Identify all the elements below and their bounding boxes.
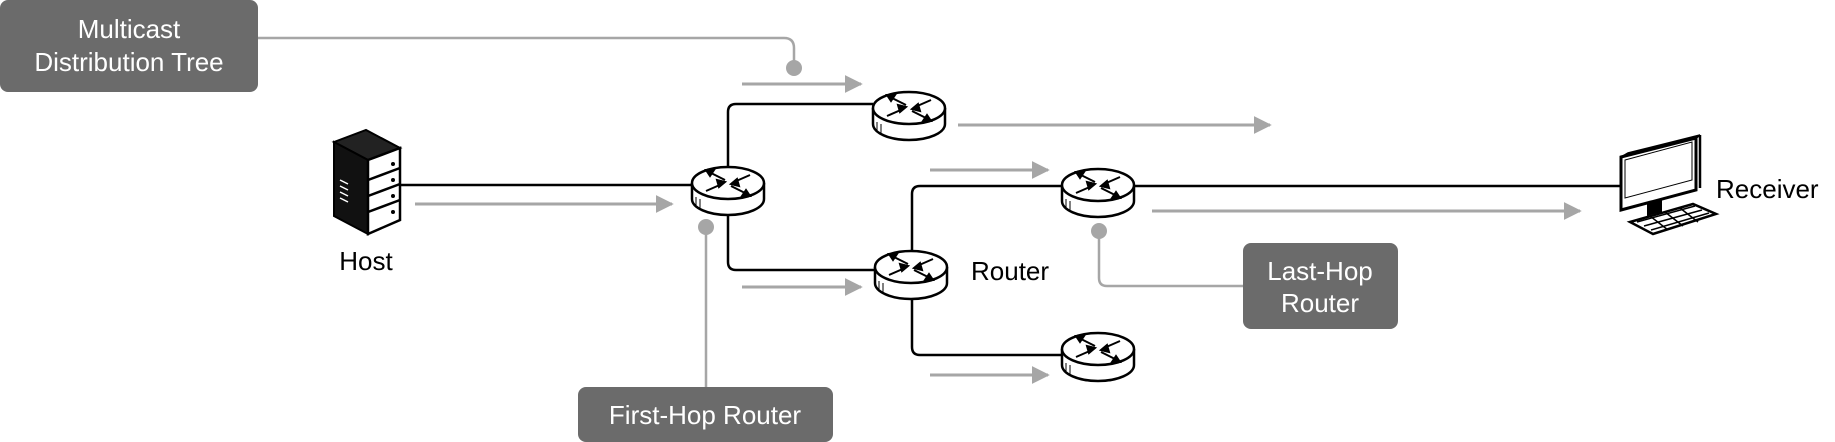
- desktop-computer-icon: [1619, 134, 1720, 236]
- callout-box-last-hop: [1243, 243, 1398, 329]
- server-icon: [331, 128, 403, 236]
- callout-box-first-hop: [578, 387, 833, 442]
- link-first-hop-to-middle-router: [726, 200, 880, 272]
- callout-dot-first-hop: [698, 219, 714, 235]
- callout-line-multicast-tree: [258, 36, 796, 66]
- callout-line-last-hop: [1097, 230, 1243, 288]
- callout-text-first-hop: First-Hop Router: [609, 400, 801, 430]
- label-host: Host: [339, 246, 393, 276]
- router-icon: [1060, 167, 1136, 219]
- callout-text-multicast-tree-line2: Distribution Tree: [34, 47, 223, 77]
- callout-dot-multicast-tree: [786, 60, 802, 76]
- callout-text-last-hop-line2: Router: [1281, 288, 1359, 318]
- label-router: Router: [971, 256, 1049, 286]
- callout-text-multicast-tree-line1: Multicast: [78, 14, 181, 44]
- label-receiver: Receiver: [1716, 174, 1819, 204]
- link-middle-to-last-hop-router: [910, 184, 1098, 255]
- router-icon: [1060, 331, 1136, 383]
- callout-text-last-hop-line1: Last-Hop: [1267, 256, 1373, 286]
- link-middle-to-bottom-router: [910, 285, 1062, 357]
- router-icon: [873, 249, 949, 301]
- callout-dot-last-hop: [1091, 223, 1107, 239]
- callout-box-multicast-tree: [0, 0, 258, 92]
- link-first-hop-to-top-router: [726, 102, 873, 170]
- router-icon: [871, 90, 947, 142]
- router-icon: [690, 165, 766, 217]
